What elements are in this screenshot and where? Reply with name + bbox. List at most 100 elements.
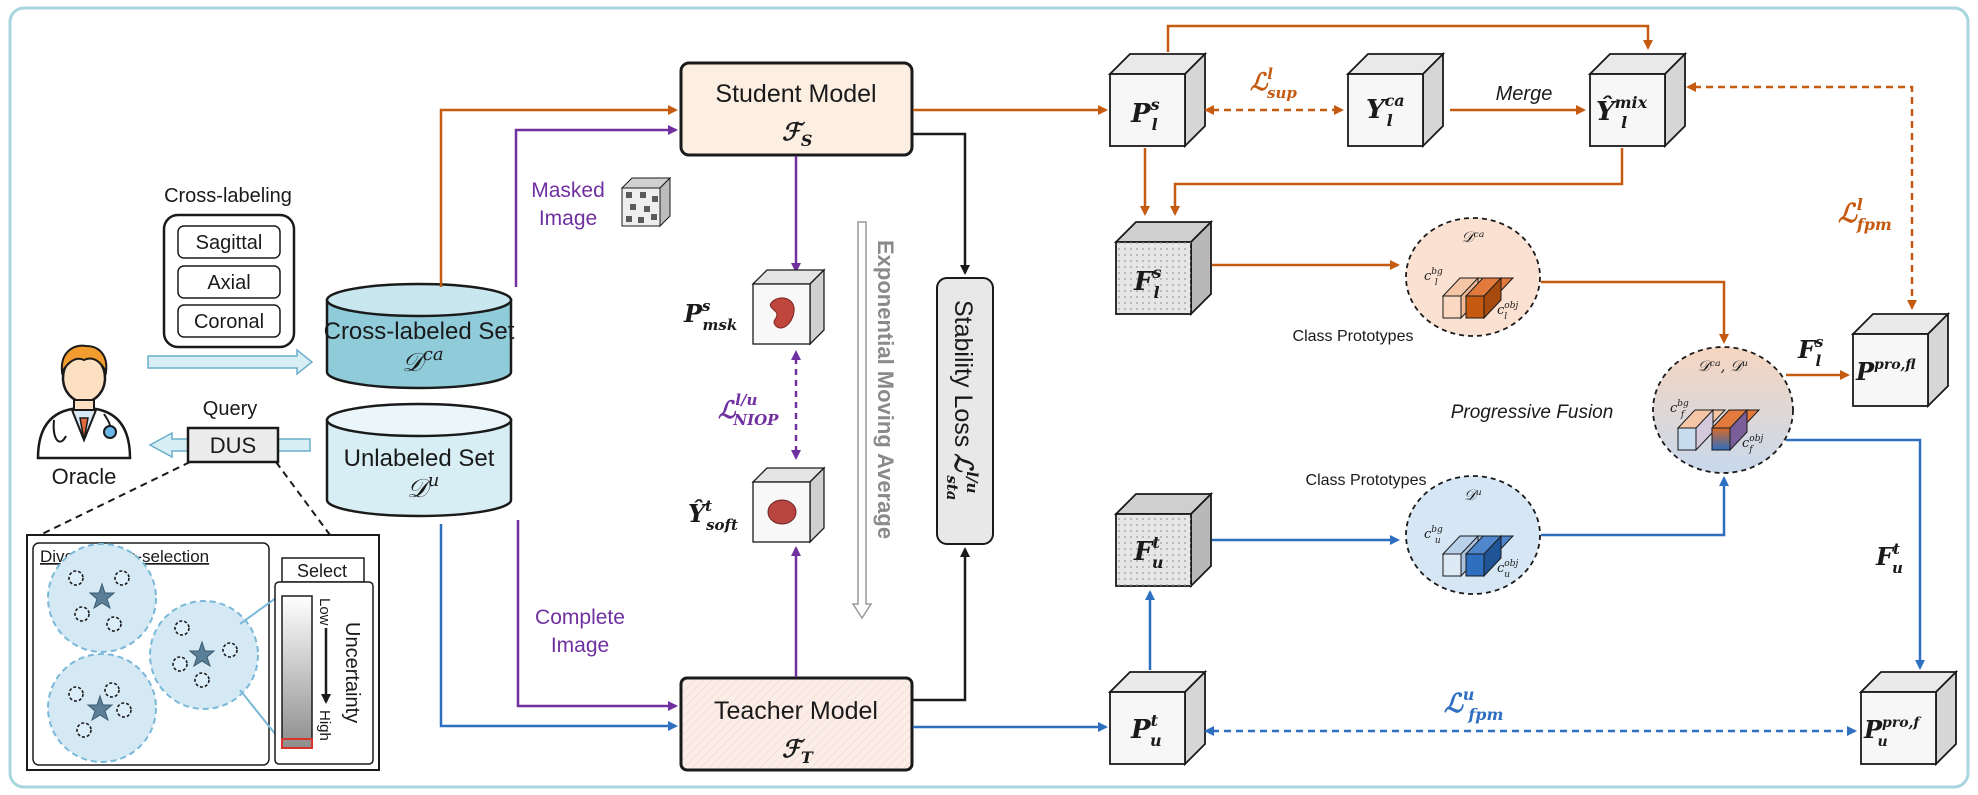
cluster-select-line-1 bbox=[239, 594, 281, 625]
proto-u-label: 𝒟ᵘ bbox=[1464, 486, 1482, 504]
proto-labeled-circle: 𝒟ᶜᵃ bbox=[1405, 217, 1541, 337]
fpm-l-loss-arrow bbox=[1686, 82, 1917, 310]
proto-fused-label: 𝒟ᶜᵃ, 𝒟ᵘ bbox=[1698, 357, 1748, 375]
pmsk-cube bbox=[751, 268, 826, 346]
view-axial: Axial bbox=[177, 265, 281, 299]
view-sagittal-label: Sagittal bbox=[196, 232, 263, 254]
cross-labeling-title: Cross-labeling bbox=[164, 185, 292, 207]
uncertainty-label: Uncertainty bbox=[341, 622, 363, 723]
proto-u-to-fusion-arrow bbox=[1541, 476, 1729, 537]
fls-cube bbox=[1113, 219, 1214, 317]
pls-cube bbox=[1107, 51, 1208, 149]
oracle-label: Oracle bbox=[52, 464, 117, 489]
unlabeled-set: Unlabeled Set 𝒟u bbox=[325, 402, 513, 518]
view-axial-label: Axial bbox=[207, 272, 250, 294]
class-prototypes-2: Class Prototypes bbox=[1306, 472, 1427, 489]
view-coronal: Coronal bbox=[177, 304, 281, 338]
ymix-to-fls-arrow bbox=[1170, 148, 1624, 216]
pl-prof-symbol: Ppro,fl bbox=[1855, 357, 1916, 386]
student-model-box bbox=[679, 61, 914, 157]
cluster-3 bbox=[47, 653, 157, 763]
cluster-select-line-2 bbox=[239, 689, 281, 741]
ylca-cube bbox=[1345, 51, 1446, 149]
cross-set-label: Cross-labeled Set bbox=[324, 318, 515, 345]
ysoft-cube bbox=[751, 466, 826, 544]
select-label: Select bbox=[297, 561, 347, 581]
stability-label: Stability Lossℒl/usta bbox=[943, 300, 981, 501]
teacher-model-hatch bbox=[683, 680, 910, 768]
unl-to-teacher-complete-arrow bbox=[516, 520, 678, 711]
stability-loss-box bbox=[936, 277, 994, 545]
pls-to-ymix-top-arrow bbox=[1166, 24, 1653, 52]
view-sagittal: Sagittal bbox=[177, 225, 281, 259]
masked-cube-icon bbox=[620, 176, 672, 228]
fut-cube bbox=[1113, 491, 1214, 589]
unl-to-teacher-arrow bbox=[439, 524, 678, 731]
fusion-to-pu-prof-arrow bbox=[1786, 438, 1925, 670]
masked-label-1: Masked bbox=[531, 179, 605, 202]
view-coronal-label: Coronal bbox=[194, 311, 264, 333]
student-to-stability-arrow bbox=[913, 132, 970, 275]
progressive-fusion-label: Progressive Fusion bbox=[1451, 402, 1614, 423]
select-tab bbox=[281, 557, 365, 583]
teacher-symbol: ℱT bbox=[782, 734, 814, 767]
cluster-1 bbox=[47, 543, 157, 653]
pl-prof-cube bbox=[1850, 311, 1951, 409]
low-label: Low bbox=[316, 598, 333, 626]
complete-label-2: Image bbox=[551, 634, 609, 657]
cross-labeled-set: Cross-labeled Set 𝒟ca bbox=[324, 282, 515, 390]
dus-detail-line-left bbox=[39, 461, 191, 536]
query-label: Query bbox=[203, 398, 257, 420]
ylmix-cube bbox=[1587, 51, 1688, 149]
cluster-2 bbox=[149, 600, 259, 710]
masked-label-2: Image bbox=[539, 207, 597, 230]
unl-to-student-masked-arrow bbox=[514, 125, 678, 287]
dus-box bbox=[186, 426, 280, 464]
put-cube bbox=[1107, 669, 1208, 767]
pu-prof-cube bbox=[1858, 669, 1959, 767]
proto-ca-label: 𝒟ᶜᵃ bbox=[1462, 228, 1485, 246]
unl-set-label: Unlabeled Set bbox=[344, 445, 495, 472]
complete-label-1: Complete bbox=[535, 606, 625, 629]
dus-label: DUS bbox=[210, 433, 256, 458]
uncertainty-selected bbox=[281, 738, 313, 749]
proto-unlabeled-circle: 𝒟ᵘ bbox=[1405, 475, 1541, 595]
cross-to-student-arrow bbox=[439, 105, 678, 287]
class-prototypes-1: Class Prototypes bbox=[1293, 328, 1414, 345]
high-label: High bbox=[316, 710, 333, 741]
oracle-doctor-icon bbox=[36, 344, 132, 460]
cross-label-arrow bbox=[147, 348, 314, 376]
proto-fused-circle: 𝒟ᶜᵃ, 𝒟ᵘ bbox=[1652, 346, 1794, 474]
teacher-title: Teacher Model bbox=[714, 697, 878, 725]
uncertainty-bar bbox=[281, 595, 313, 749]
merge-label: Merge bbox=[1496, 83, 1553, 105]
student-symbol: ℱS bbox=[782, 117, 812, 150]
student-title: Student Model bbox=[715, 80, 876, 108]
dus-detail-line-right bbox=[275, 461, 331, 536]
ema-label: Exponential Moving Average bbox=[873, 240, 898, 539]
teacher-to-stability-arrow bbox=[913, 547, 970, 702]
ema-arrow bbox=[851, 221, 873, 620]
